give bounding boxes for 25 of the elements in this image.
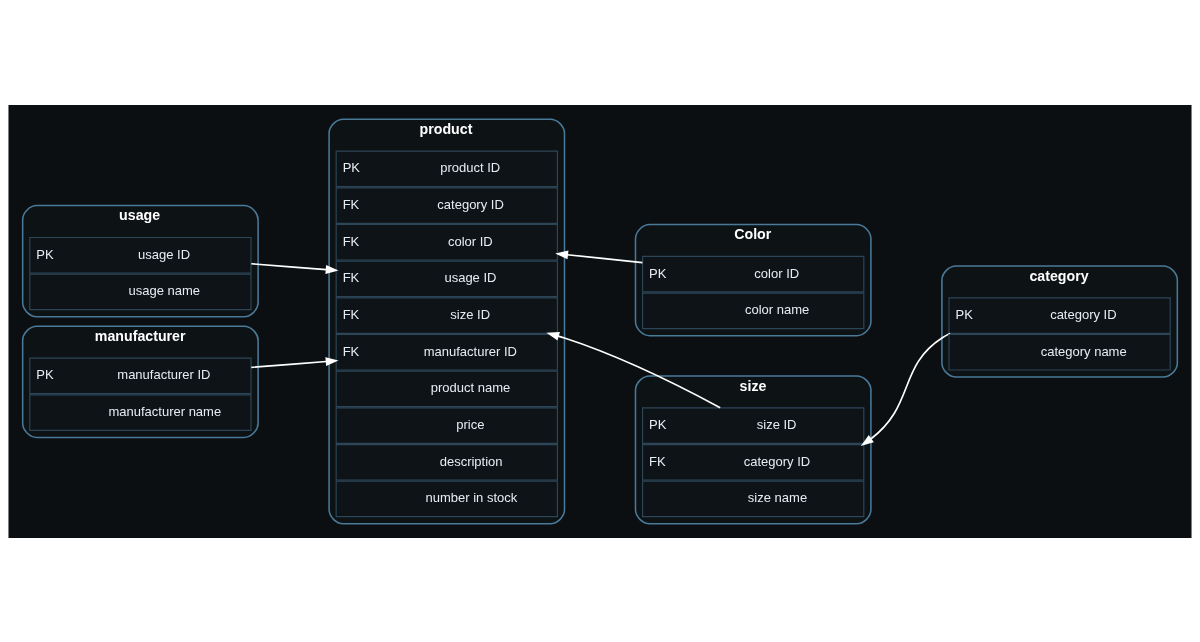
node-box: price <box>335 406 558 444</box>
node-box: PK product ID <box>335 150 558 187</box>
node-box: category name <box>948 333 1171 371</box>
node-box: PK category ID <box>948 296 1171 334</box>
arrow <box>250 262 339 274</box>
node-box: FK usage ID <box>335 260 558 297</box>
arrow <box>860 332 951 446</box>
node-box: PK manufacturer ID <box>29 357 252 394</box>
node-box: PK usage ID <box>29 236 252 274</box>
node-box: FK category ID <box>335 186 558 224</box>
arrow <box>546 331 721 409</box>
arrow <box>555 249 644 263</box>
node-box: manufacturer name <box>29 393 252 431</box>
node-box: PK color ID <box>642 255 865 292</box>
node-box: FK color ID <box>335 223 558 261</box>
node-box: product name <box>335 370 558 407</box>
node-box: usage name <box>29 273 252 310</box>
node-box: description <box>335 443 558 481</box>
node-box: FK size ID <box>335 296 558 334</box>
node-box: size name <box>642 480 865 517</box>
node-box: color name <box>642 292 865 329</box>
arrow <box>250 356 339 368</box>
node-box: FK category ID <box>642 443 865 481</box>
node-box: number in stock <box>335 480 558 517</box>
node-box: PK size ID <box>642 406 865 444</box>
